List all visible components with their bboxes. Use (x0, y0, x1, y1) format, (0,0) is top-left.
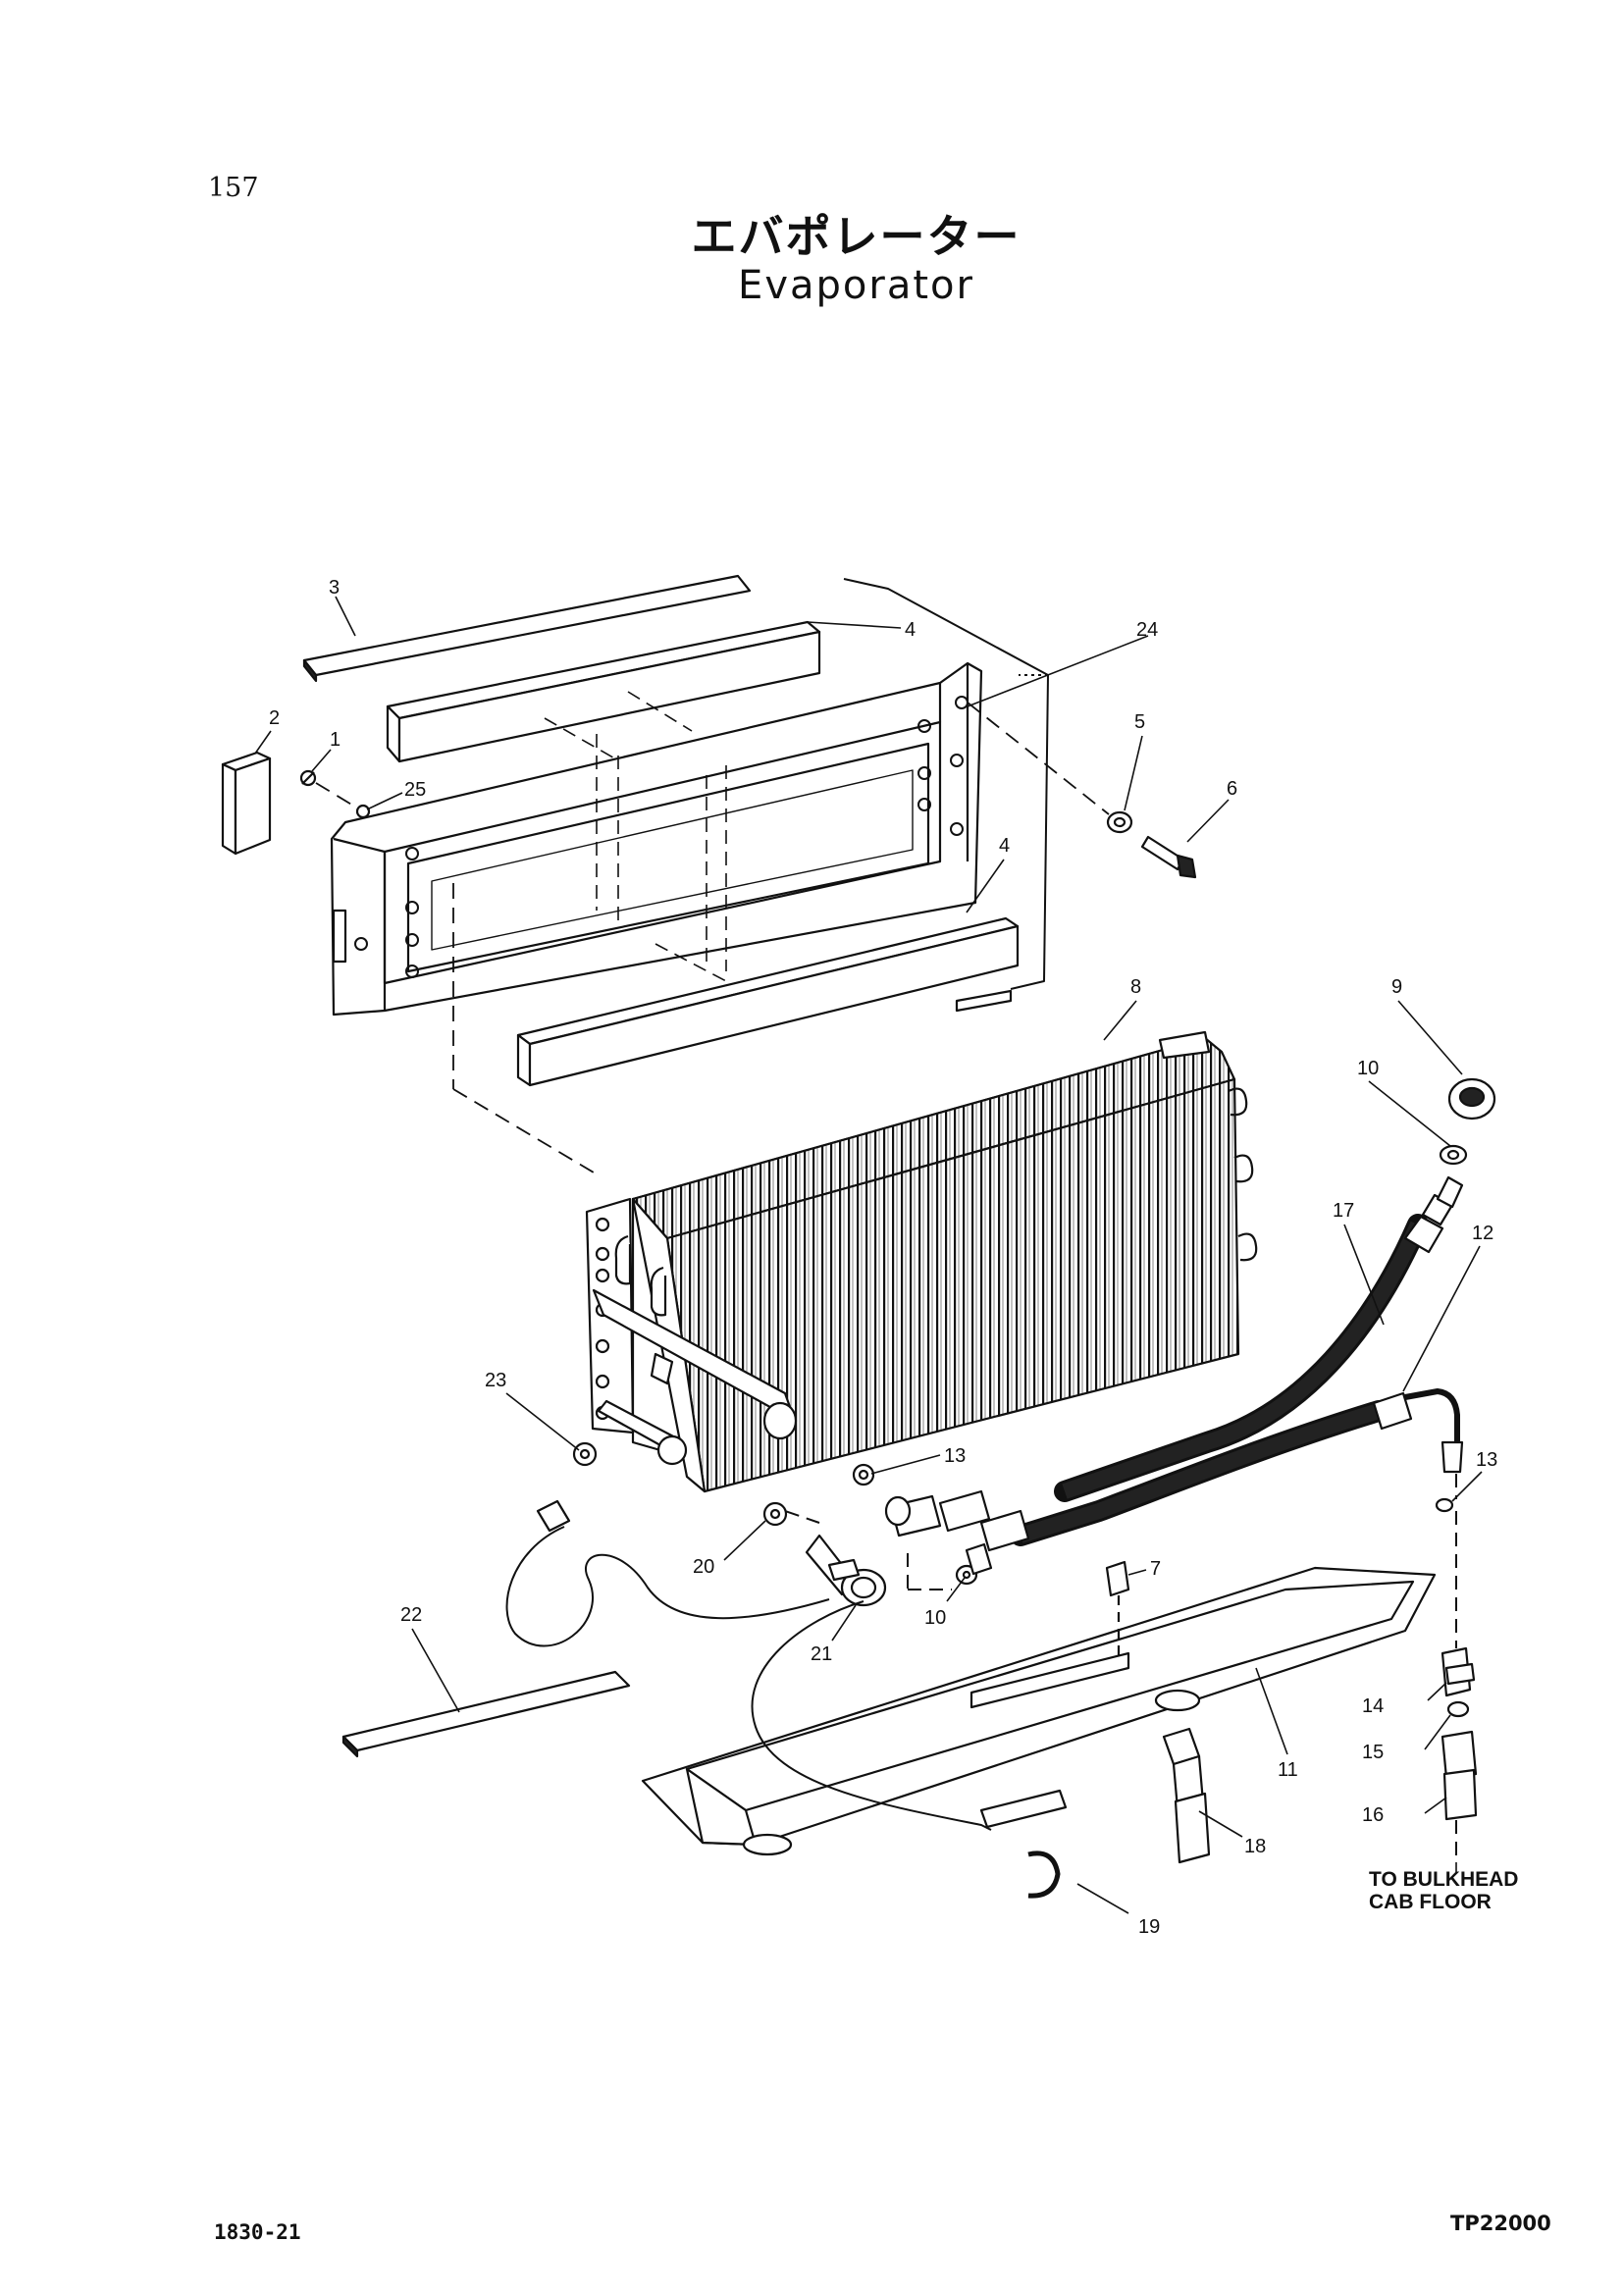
o-ring-23 (572, 1441, 598, 1467)
callout-13-left: 13 (944, 1445, 966, 1467)
drain-tube-18 (1162, 1727, 1211, 1864)
callout-24: 24 (1136, 619, 1158, 641)
capillary-end-fitting (536, 1499, 571, 1533)
callout-19: 19 (1138, 1916, 1160, 1938)
clip-19 (1027, 1851, 1061, 1899)
callout-22: 22 (400, 1604, 422, 1626)
callout-6: 6 (1227, 778, 1237, 800)
washer-5 (1106, 810, 1133, 834)
washer-25 (355, 804, 371, 819)
right-u-bends (1228, 1087, 1258, 1262)
fitting-16 (1441, 1730, 1478, 1821)
fitting-14 (1441, 1646, 1476, 1697)
callout-12: 12 (1472, 1223, 1493, 1244)
callout-5: 5 (1134, 711, 1145, 733)
title-japanese: エバポレーター (691, 210, 1022, 263)
o-ring-10b (1439, 1144, 1468, 1166)
hose-fitting-12-left (884, 1489, 991, 1538)
foam-strip-22 (341, 1670, 631, 1758)
hose-fitting-17-bottom (965, 1509, 1030, 1576)
hose-fitting-17-top (1403, 1175, 1464, 1254)
thermostat-sensor-21 (805, 1534, 887, 1607)
page-number: 157 (208, 173, 259, 203)
foam-strip-3 (302, 574, 752, 683)
note-to-bulkhead: TO BULKHEAD (1369, 1868, 1518, 1891)
callout-9: 9 (1391, 976, 1402, 998)
evaporator-core-8 (631, 1030, 1240, 1493)
hose-fitting-12-right (1372, 1388, 1464, 1474)
hose-17 (1054, 1214, 1429, 1502)
grommet-9 (1447, 1077, 1496, 1121)
callout-10-top: 10 (1357, 1058, 1379, 1079)
callout-2: 2 (269, 707, 280, 729)
note-cab-floor: CAB FLOOR (1369, 1891, 1492, 1913)
callout-13-right: 13 (1476, 1449, 1497, 1471)
callout-14: 14 (1362, 1695, 1384, 1717)
title-english: Evaporator (738, 263, 974, 308)
capillary-tube (505, 1526, 992, 1831)
callout-20: 20 (693, 1556, 714, 1578)
screw-1 (299, 769, 317, 787)
callout-8: 8 (1130, 976, 1141, 998)
core-side-plate (585, 1197, 798, 1466)
bolt-6 (1140, 835, 1197, 879)
washer-15 (1446, 1700, 1470, 1718)
sensor-probe (979, 1789, 1068, 1829)
callout-7: 7 (1150, 1558, 1161, 1580)
callout-4-lower: 4 (999, 835, 1010, 857)
callout-23: 23 (485, 1370, 506, 1391)
evaporator-frame (330, 661, 983, 1017)
callout-25: 25 (404, 779, 426, 801)
callout-10-bottom: 10 (924, 1607, 946, 1629)
callout-3: 3 (329, 577, 340, 599)
callout-18: 18 (1244, 1836, 1266, 1857)
callout-17: 17 (1333, 1200, 1354, 1222)
hose-12 (1010, 1400, 1389, 1546)
callout-4-top: 4 (905, 619, 916, 641)
o-ring-13 (852, 1463, 875, 1486)
seal-strip-lower-4 (955, 989, 1013, 1013)
callout-11: 11 (1278, 1759, 1298, 1781)
fitting-7 (1105, 1560, 1130, 1658)
callout-15: 15 (1362, 1742, 1384, 1763)
footer-figure-id: TP22000 (1450, 2212, 1551, 2235)
seal-strip-top-4 (386, 620, 821, 763)
drain-pan-11 (641, 1566, 1437, 1856)
callout-21: 21 (811, 1643, 832, 1665)
o-ring-20 (762, 1501, 788, 1527)
side-pad-2 (221, 751, 272, 856)
callout-1: 1 (330, 729, 341, 751)
footer-catalog-code: 1830-21 (214, 2220, 301, 2244)
seal-strip-bottom-4 (516, 916, 1020, 1087)
callout-16: 16 (1362, 1804, 1384, 1826)
o-ring-13b (1435, 1497, 1454, 1513)
